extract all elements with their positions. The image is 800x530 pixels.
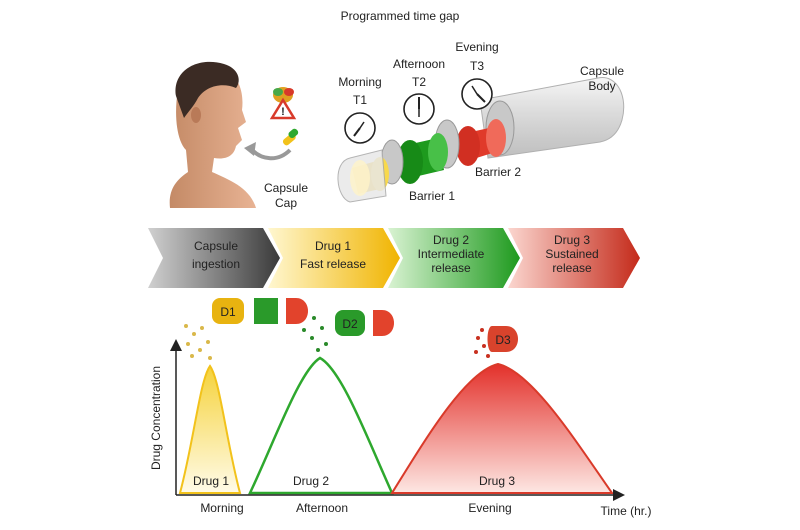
y-axis-label: Drug Concentration xyxy=(149,366,163,470)
x-tick-label: Afternoon xyxy=(296,501,348,515)
capsule-cap-label-2: Cap xyxy=(275,196,297,210)
stage-text: Fast release xyxy=(300,257,366,271)
peak-label: Drug 3 xyxy=(479,474,515,488)
stage-text: Capsule xyxy=(194,239,238,253)
pill-label: D2 xyxy=(342,317,358,331)
stage-text: Drug 1 xyxy=(315,239,351,253)
chart-axes: Drug Concentration Time (hr.) Morning Af… xyxy=(149,339,652,518)
stage-text: release xyxy=(431,261,471,275)
stage-arrows: Capsule ingestion Drug 1 Fast release Dr… xyxy=(148,228,640,288)
peak-label: Drug 2 xyxy=(293,474,329,488)
release-curves: Drug 1 Drug 2 Drug 3 xyxy=(178,356,614,495)
capsule-body-label-2: Body xyxy=(588,79,615,93)
peak-drug1 xyxy=(178,364,242,494)
clock-period: Morning xyxy=(338,75,381,89)
stage-arrow-ingestion xyxy=(148,228,280,288)
released-particles xyxy=(184,316,490,360)
stage-arrow-drug3 xyxy=(508,228,640,288)
stage-arrow-drug1 xyxy=(268,228,400,288)
stage-arrow-drug2 xyxy=(388,228,520,288)
svg-text:!: ! xyxy=(281,106,285,118)
ingestion-arrow xyxy=(250,148,292,161)
capsule-exploded xyxy=(337,77,625,203)
clock-period: Afternoon xyxy=(393,57,445,71)
pill-d3: D3 xyxy=(487,326,518,352)
clock-afternoon: Afternoon T2 xyxy=(393,57,445,125)
stage-text: ingestion xyxy=(192,257,240,271)
stage-text: Sustained xyxy=(545,247,598,261)
capsule-body-label-1: Capsule xyxy=(580,64,624,78)
stage-text: Drug 2 xyxy=(433,233,469,247)
peak-label: Drug 1 xyxy=(193,474,229,488)
clock-period: Evening xyxy=(455,40,498,54)
barrier-2-label: Barrier 2 xyxy=(475,165,521,179)
peak-drug3 xyxy=(390,362,614,494)
x-tick-label: Evening xyxy=(468,501,511,515)
person-illustration xyxy=(169,61,256,208)
clock-code: T3 xyxy=(470,59,484,73)
pill-d2: D2 xyxy=(335,310,394,336)
stage-text: Drug 3 xyxy=(554,233,590,247)
x-tick-label: Morning xyxy=(200,501,243,515)
barrier-1-label: Barrier 1 xyxy=(409,189,455,203)
peak-drug2 xyxy=(248,356,394,495)
pill-icon: ! xyxy=(269,87,299,146)
stage-text: Intermediate xyxy=(418,247,485,261)
clock-code: T1 xyxy=(353,93,367,107)
clock-code: T2 xyxy=(412,75,426,89)
pill-label: D3 xyxy=(495,333,511,347)
stage-text: release xyxy=(552,261,592,275)
pill-label: D1 xyxy=(220,305,236,319)
x-axis-label: Time (hr.) xyxy=(601,504,652,518)
diagram-title: Programmed time gap xyxy=(341,9,460,23)
clock-evening: Evening T3 xyxy=(455,40,499,110)
pill-d1: D1 xyxy=(212,298,308,324)
capsule-cap-label-1: Capsule xyxy=(264,181,308,195)
clock-morning: Morning T1 xyxy=(338,75,382,144)
